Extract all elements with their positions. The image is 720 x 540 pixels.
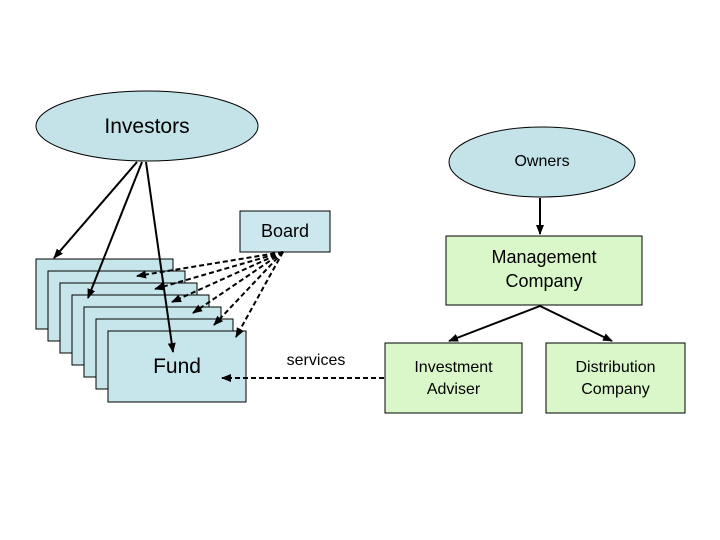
board-to-fund-arrow (235, 251, 284, 338)
management-company-box (445, 235, 643, 306)
investors-ellipse (35, 90, 259, 162)
management-company-label: Management Company (446, 245, 642, 293)
fund-box-front (107, 330, 247, 403)
investors-to-fund-arrow (145, 161, 176, 353)
board-to-fund-arrow (136, 251, 284, 279)
owners-label: Owners (514, 153, 570, 170)
investment-adviser-box (384, 342, 523, 414)
distribution-company-line-1: Distribution (575, 359, 656, 376)
board-to-fund-arrow (192, 251, 284, 314)
investment-adviser-label: Investment Adviser (385, 357, 522, 401)
investment-adviser-line-1: Investment (414, 359, 493, 376)
board-label: Board (260, 220, 310, 241)
distribution-company-label: Distribution Company (546, 357, 685, 401)
board-to-fund-arrow (171, 251, 284, 303)
owners-ellipse (448, 126, 636, 198)
fund-stack (35, 258, 247, 403)
management-company-line-2: Company (505, 271, 583, 291)
investors-label: Investors (104, 115, 190, 138)
distribution-company-line-2: Company (581, 381, 650, 398)
board-box (239, 210, 331, 253)
investment-adviser-line-2: Adviser (426, 381, 481, 398)
board-to-fund-arrow (154, 251, 284, 291)
investors-to-fund-arrow (87, 161, 143, 299)
management-company-line-1: Management (491, 247, 597, 267)
investors-to-fund-arrow (53, 161, 138, 259)
distribution-company-box (545, 342, 686, 414)
management-to-distribution-arrow (539, 305, 613, 342)
services-label: services (286, 352, 346, 369)
fund-label: Fund (153, 355, 201, 378)
board-to-fund-arrow (213, 251, 284, 326)
management-to-adviser-arrow (448, 305, 541, 342)
